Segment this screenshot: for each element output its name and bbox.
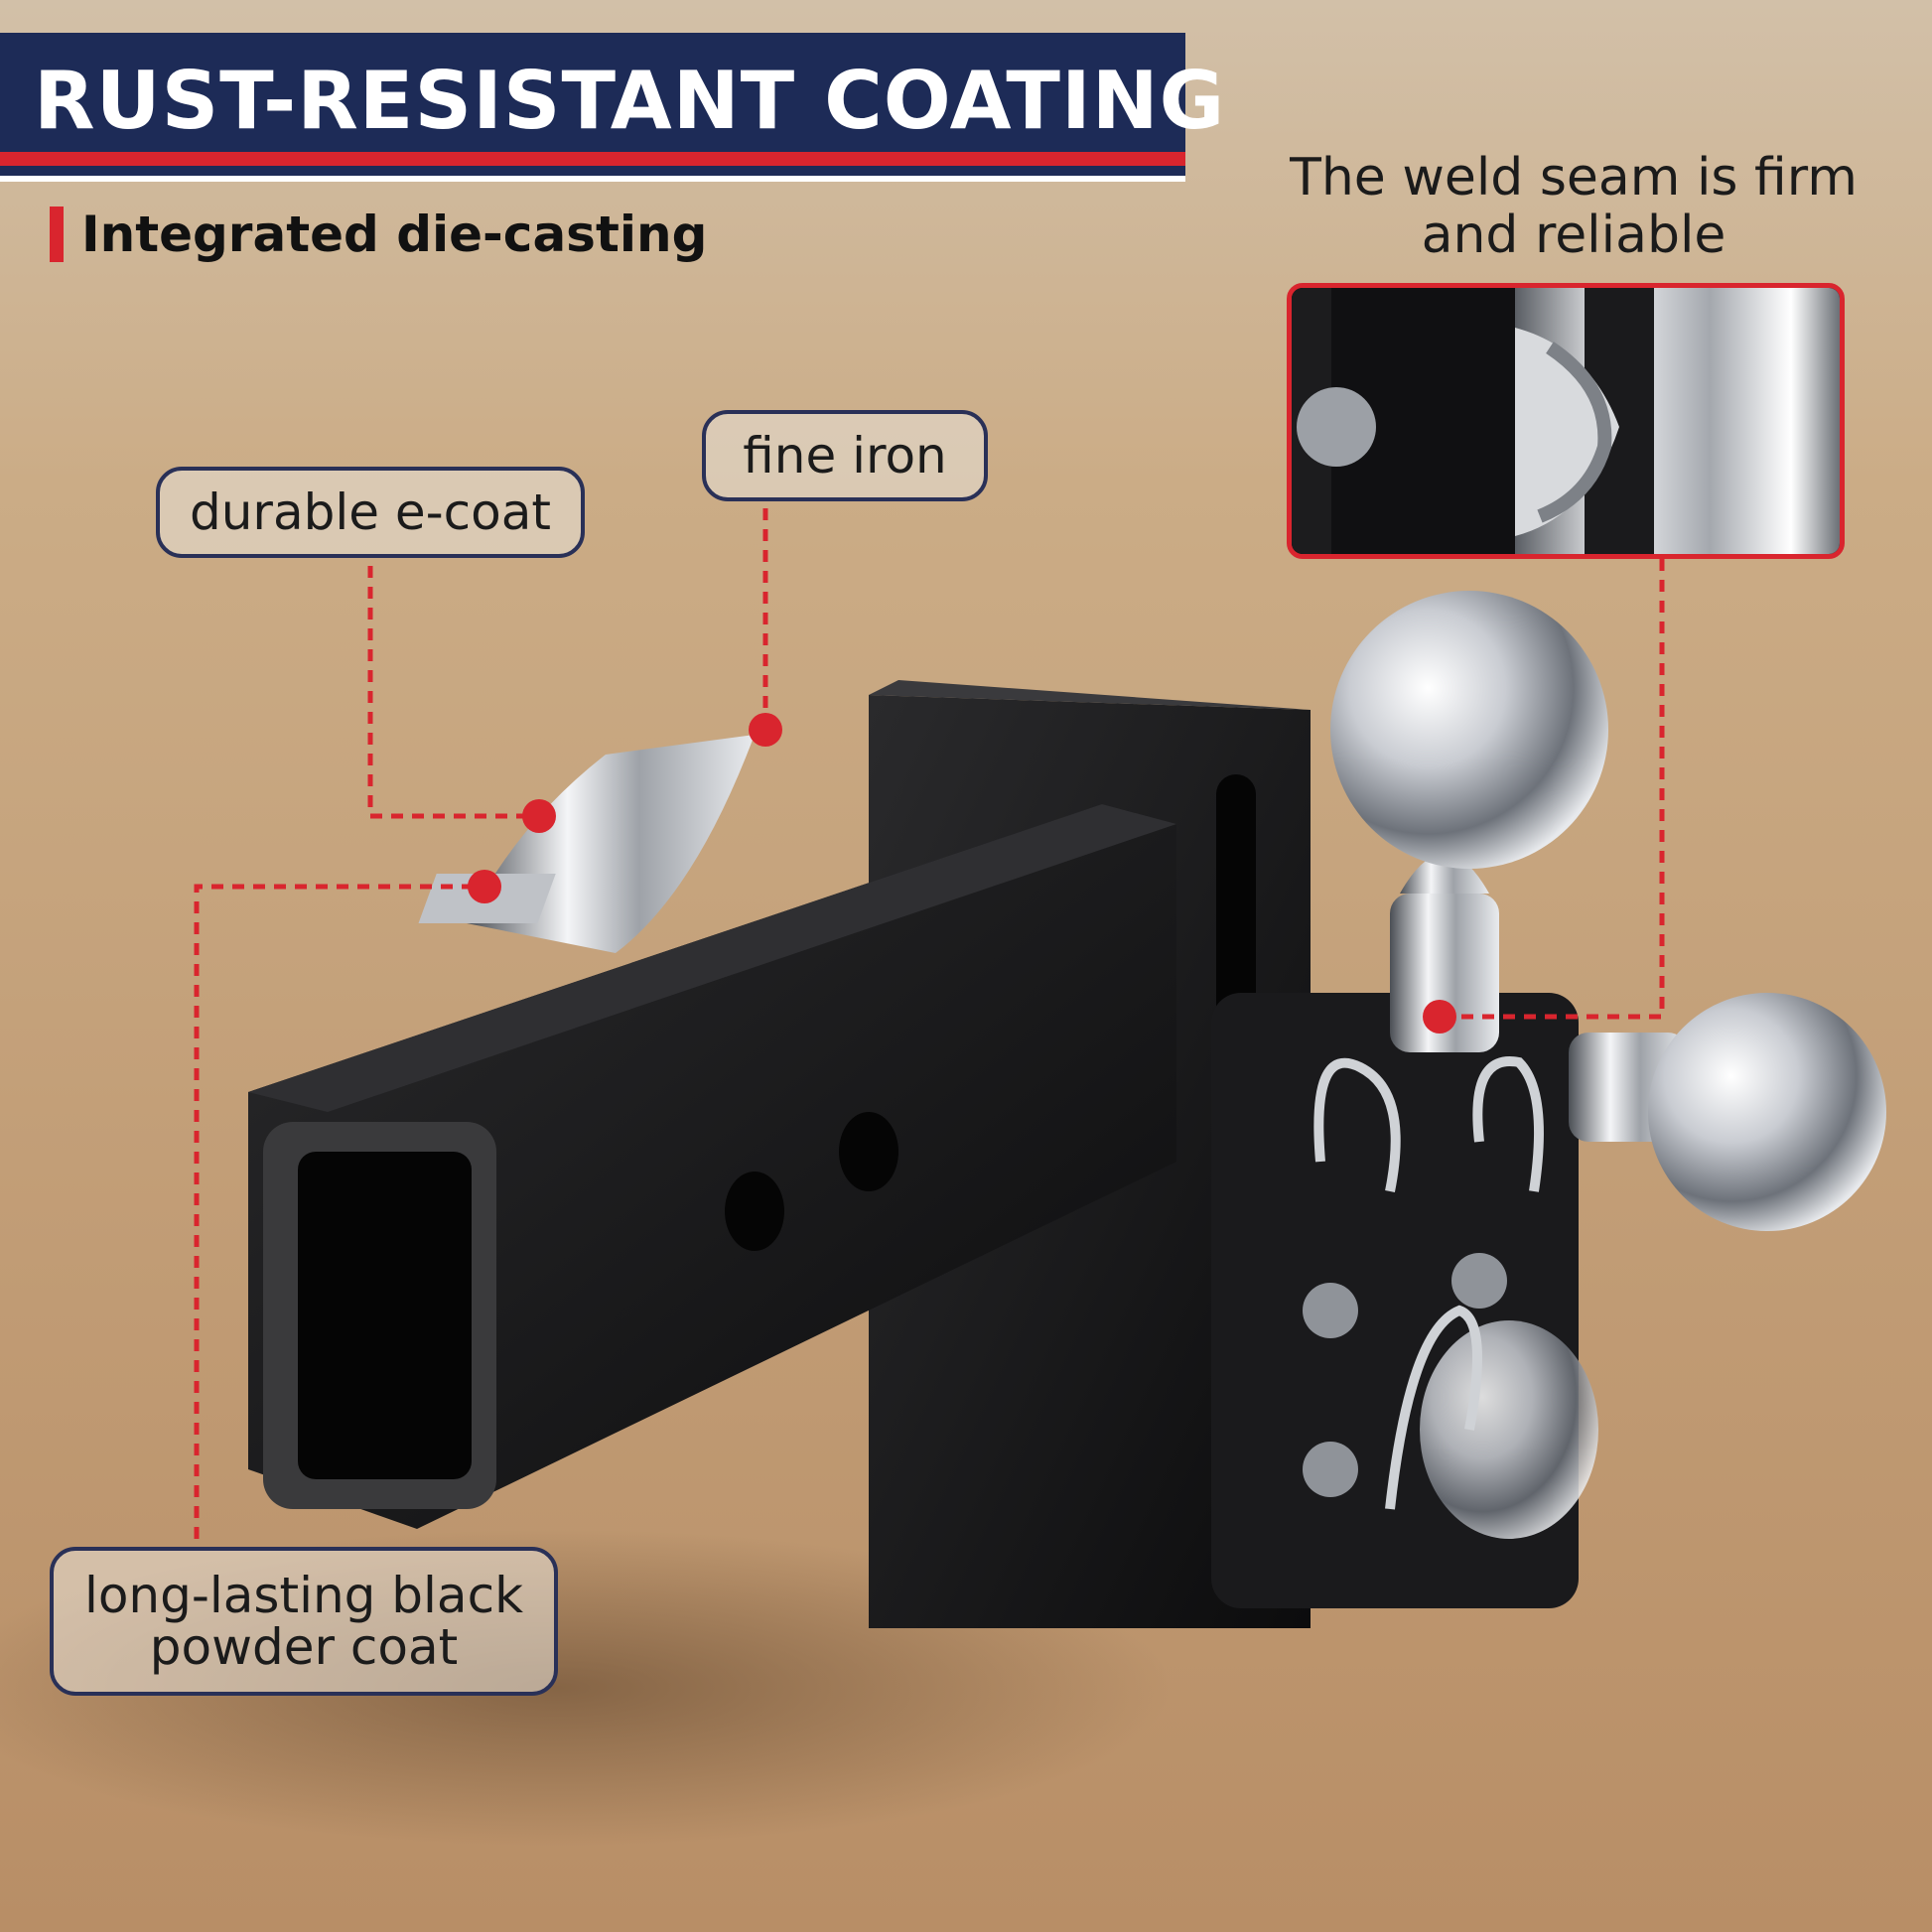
callout-weld-seam: The weld seam is firm and reliable	[1290, 148, 1858, 266]
callout-lines	[194, 508, 1665, 1539]
callout-powder-coat: long-lasting black powder coat	[50, 1547, 558, 1696]
subtitle-accent-bar	[50, 207, 64, 262]
title-banner: RUST-RESISTANT COATING	[0, 33, 1224, 182]
upper-hitch-ball	[1330, 591, 1608, 869]
hitch-pin-clip	[1313, 1057, 1401, 1192]
callout-dots	[468, 713, 1456, 1034]
subtitle-text: Integrated die-casting	[81, 206, 708, 263]
callout-fine-iron: fine iron	[702, 410, 988, 501]
subtitle: Integrated die-casting	[50, 206, 708, 263]
weld-closeup-image	[1292, 288, 1840, 554]
banner-red-stripe	[0, 152, 1185, 166]
banner-title: RUST-RESISTANT COATING	[34, 55, 1226, 147]
callout-durable-ecoat: durable e-coat	[156, 467, 585, 558]
weld-closeup-inset	[1287, 283, 1845, 559]
side-hitch-ball	[1648, 993, 1886, 1231]
